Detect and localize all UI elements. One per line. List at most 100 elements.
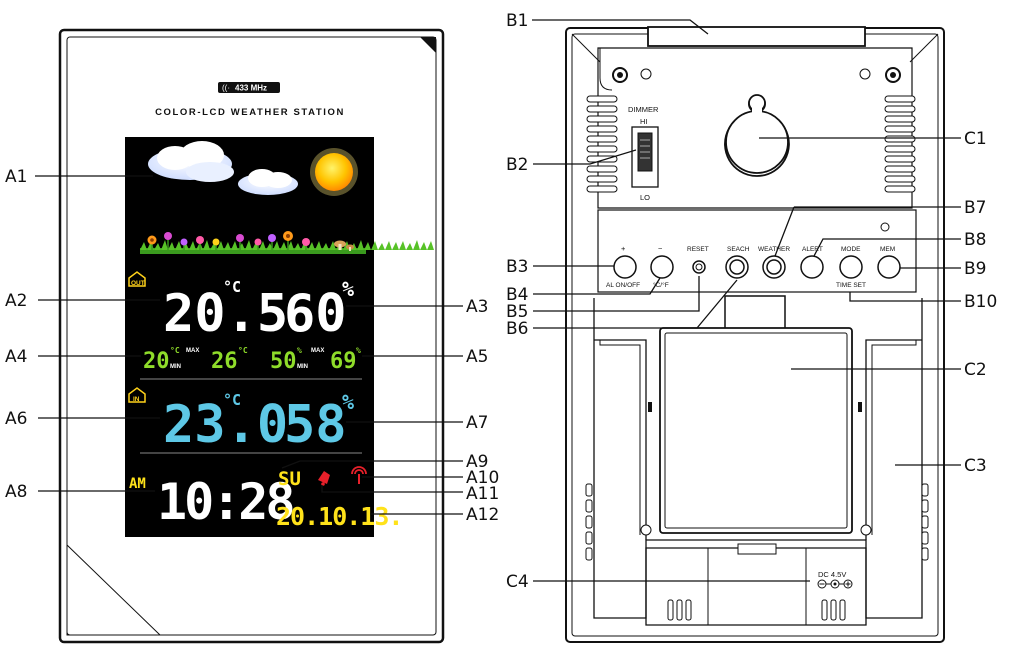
in-label: IN <box>133 396 140 403</box>
weather-label: WEATHER <box>758 246 790 253</box>
upper-panel <box>597 47 913 209</box>
date-display: 20.10.13. <box>276 502 402 531</box>
max-label-hum: MAX <box>311 348 324 354</box>
min-temperature: 20 <box>143 349 170 374</box>
callout-labels: A1 A2 A3 A4 A5 A6 A7 A8 A9 A10 A11 A12 B… <box>5 11 997 592</box>
callout-B10: B10 <box>964 292 997 312</box>
indoor-house-icon: IN <box>128 387 146 403</box>
wave-icon: ((· <box>222 84 230 93</box>
am-pm-indicator: AM <box>129 476 146 492</box>
battery-cover[interactable] <box>659 327 853 534</box>
clock-time: 10:28 <box>157 473 293 531</box>
max-humidity: 69 <box>330 349 357 374</box>
dc-polarity-icon <box>817 579 853 589</box>
indoor-humidity: 58 <box>284 395 347 455</box>
cloud-icon-large <box>148 141 234 182</box>
dc-label: DC 4.5V <box>818 570 846 579</box>
signal-icon <box>351 466 367 484</box>
mem-label: MEM <box>880 246 895 253</box>
min-hum-unit: % <box>297 346 302 355</box>
dimmer-lo-label: LO <box>640 193 650 202</box>
search-label: SEACH <box>727 246 750 253</box>
callout-A6: A6 <box>5 409 27 429</box>
minus-button[interactable] <box>650 255 674 279</box>
mode-label: MODE <box>841 246 861 253</box>
callout-C4: C4 <box>506 572 529 592</box>
outdoor-house-icon: OUT <box>128 271 146 287</box>
search-button[interactable] <box>725 255 749 279</box>
corner-accent-top <box>420 37 436 53</box>
alert-label: ALERT <box>802 246 823 253</box>
out-label: OUT <box>131 280 145 287</box>
callout-A5: A5 <box>466 347 488 367</box>
plus-label: + <box>621 244 626 253</box>
callout-A8: A8 <box>5 482 27 502</box>
min-label-hum: MIN <box>297 364 308 370</box>
cloud-icon-small <box>238 169 298 195</box>
mem-button[interactable] <box>877 255 901 279</box>
dimmer-label: DIMMER <box>628 105 659 114</box>
reset-button[interactable] <box>692 260 706 274</box>
left-vents <box>586 95 618 193</box>
callout-C3: C3 <box>964 456 987 476</box>
max-temp-unit: °C <box>238 346 248 355</box>
callout-B9: B9 <box>964 259 986 279</box>
bottom-ribs <box>667 599 846 621</box>
top-hinge <box>647 26 866 47</box>
frequency-badge <box>218 82 280 93</box>
callout-A9: A9 <box>466 452 488 472</box>
stand-ribs-left <box>585 483 593 561</box>
minus-label: − <box>658 244 663 253</box>
stand-ribs-right <box>921 483 929 561</box>
alert-button[interactable] <box>800 255 824 279</box>
max-temperature: 26 <box>211 349 238 374</box>
callout-C2: C2 <box>964 360 987 380</box>
callout-A11: A11 <box>466 484 499 504</box>
max-label-temp: MAX <box>186 348 199 354</box>
al-onoff-label: AL ON/OFF <box>606 282 640 289</box>
max-hum-unit: % <box>356 346 361 355</box>
alarm-bell-icon <box>318 471 330 486</box>
callout-A10: A10 <box>466 468 499 488</box>
callout-A1: A1 <box>5 167 27 187</box>
min-label-temp: MIN <box>170 364 181 370</box>
weather-button[interactable] <box>762 255 786 279</box>
outdoor-humidity: 60 <box>284 284 347 344</box>
front-unit: ((· 433 MHz COLOR-LCD WEATHER STATION <box>58 28 445 644</box>
callout-B2: B2 <box>506 155 528 175</box>
callout-B6: B6 <box>506 319 528 339</box>
outdoor-humidity-unit: % <box>342 277 354 301</box>
callout-B5: B5 <box>506 302 528 322</box>
callout-A4: A4 <box>5 347 27 367</box>
button-panel <box>597 209 917 293</box>
min-temp-unit: °C <box>170 346 180 355</box>
min-humidity: 50 <box>270 349 297 374</box>
sun-icon <box>310 148 358 196</box>
indoor-humidity-unit: % <box>342 390 354 414</box>
callout-B7: B7 <box>964 198 986 218</box>
battery-cover-tab[interactable] <box>724 295 786 333</box>
outdoor-temperature: 20.5 <box>163 284 288 344</box>
indoor-temperature: 23.0 <box>163 395 288 455</box>
back-unit: DIMMER HI LO + − RESET SEACH WEATHER ALE… <box>565 26 945 643</box>
plus-button[interactable] <box>613 255 637 279</box>
front-bezel <box>66 36 437 636</box>
callout-B4: B4 <box>506 285 528 305</box>
callout-B8: B8 <box>964 230 986 250</box>
callout-B1: B1 <box>506 11 528 31</box>
mode-button[interactable] <box>839 255 863 279</box>
callout-A3: A3 <box>466 297 488 317</box>
bottom-panel <box>645 547 867 626</box>
callout-A12: A12 <box>466 505 499 525</box>
badge-text: 433 MHz <box>235 84 267 93</box>
timeset-label: TIME SET <box>836 282 866 289</box>
stand-frame <box>593 298 923 619</box>
callout-A2: A2 <box>5 291 27 311</box>
station-title: COLOR-LCD WEATHER STATION <box>155 107 345 118</box>
callout-A7: A7 <box>466 413 488 433</box>
indoor-temp-unit: °C <box>223 391 241 409</box>
reset-label: RESET <box>687 246 709 253</box>
outdoor-temp-unit: °C <box>223 278 241 296</box>
callout-B3: B3 <box>506 257 528 277</box>
